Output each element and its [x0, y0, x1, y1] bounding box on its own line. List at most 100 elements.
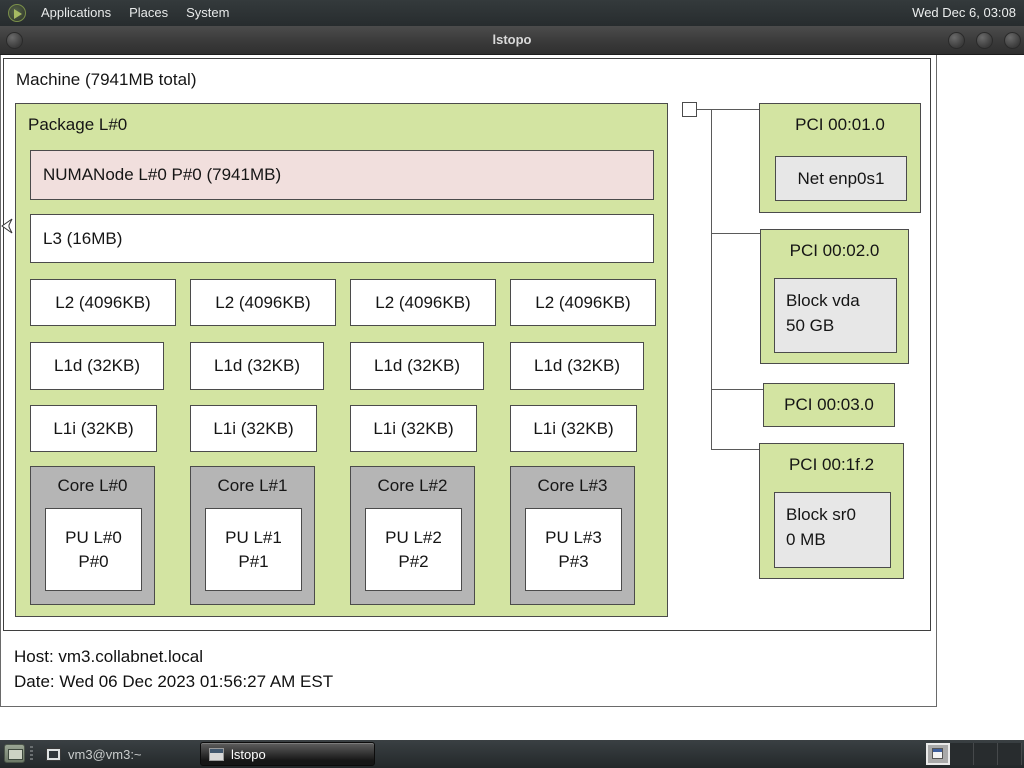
maximize-button[interactable]	[976, 32, 993, 49]
l2-cache-box: L2 (4096KB)	[190, 279, 336, 326]
pci-label: PCI 00:01.0	[795, 115, 885, 134]
l1d-label: L1d (32KB)	[374, 356, 460, 375]
top-panel: Applications Places System Wed Dec 6, 03…	[0, 0, 1024, 26]
l1i-label: L1i (32KB)	[213, 418, 294, 438]
l1i-label: L1i (32KB)	[533, 418, 614, 438]
pci-label: PCI 00:03.0	[784, 395, 874, 414]
block-device-label: Block vda	[786, 291, 860, 310]
core-label: Core L#1	[217, 476, 288, 495]
l2-label: L2 (4096KB)	[215, 292, 311, 312]
taskbar-item-label: lstopo	[231, 746, 266, 762]
menu-system[interactable]: System	[186, 5, 230, 20]
core-label: Core L#2	[377, 476, 448, 495]
package-box: Package L#0 NUMANode L#0 P#0 (7941MB) L3…	[15, 103, 668, 617]
pci-label: PCI 00:1f.2	[788, 455, 875, 474]
l2-cache-box: L2 (4096KB)	[30, 279, 176, 326]
pu-pindex: P#0	[78, 551, 109, 571]
numanode-box: NUMANode L#0 P#0 (7941MB)	[30, 150, 654, 200]
pu-pindex: P#1	[238, 551, 269, 571]
l1d-cache-box: L1d (32KB)	[190, 342, 324, 390]
distro-menu-icon[interactable]	[8, 4, 26, 22]
pu-pindex: P#3	[558, 551, 589, 571]
l3-cache-box: L3 (16MB)	[30, 214, 654, 263]
host-bridge-box	[682, 102, 697, 117]
pu-label: PU L#3	[545, 527, 602, 547]
legend-date: Date: Wed 06 Dec 2023 01:56:27 AM EST	[14, 672, 334, 691]
panel-clock[interactable]: Wed Dec 6, 03:08	[912, 5, 1016, 20]
workspace-cell-3[interactable]	[974, 743, 998, 765]
block-device-label: Block sr0	[786, 505, 856, 524]
minimize-button[interactable]	[948, 32, 965, 49]
pu-box: PU L#1 P#1	[205, 508, 302, 591]
legend-host: Host: vm3.collabnet.local	[14, 647, 203, 666]
menu-places[interactable]: Places	[129, 5, 169, 20]
l2-label: L2 (4096KB)	[535, 292, 631, 312]
l1d-cache-box: L1d (32KB)	[510, 342, 644, 390]
panel-separator	[30, 746, 33, 762]
close-button[interactable]	[1004, 32, 1021, 49]
l1d-label: L1d (32KB)	[54, 356, 140, 375]
taskbar-item-lstopo[interactable]: lstopo	[200, 742, 375, 766]
taskbar-item-terminal[interactable]: vm3@vm3:~	[38, 742, 150, 766]
l1d-cache-box: L1d (32KB)	[30, 342, 164, 390]
workspace-cell-4[interactable]	[998, 743, 1022, 765]
workspace-cell-1[interactable]	[926, 743, 950, 765]
mouse-cursor	[1, 218, 13, 234]
pci-connector-line	[712, 233, 760, 234]
l2-cache-box: L2 (4096KB)	[350, 279, 496, 326]
mini-window-icon	[932, 748, 943, 759]
pu-box: PU L#0 P#0	[45, 508, 142, 591]
l1i-cache-box: L1i (32KB)	[190, 405, 317, 452]
l1d-cache-box: L1d (32KB)	[350, 342, 484, 390]
pci-box: PCI 00:01.0 Net enp0s1	[759, 103, 921, 213]
pci-connector-line	[712, 449, 759, 450]
core-box: Core L#0 PU L#0 P#0	[30, 466, 155, 605]
core-box: Core L#1 PU L#1 P#1	[190, 466, 315, 605]
pu-box: PU L#2 P#2	[365, 508, 462, 591]
l1i-cache-box: L1i (32KB)	[30, 405, 157, 452]
l2-cache-box: L2 (4096KB)	[510, 279, 656, 326]
numanode-label: NUMANode L#0 P#0 (7941MB)	[43, 165, 282, 184]
core-box: Core L#3 PU L#3 P#3	[510, 466, 635, 605]
pci-trunk-line	[711, 110, 712, 450]
package-label: Package L#0	[28, 115, 128, 134]
block-device-size: 0 MB	[786, 530, 826, 549]
pci-box: PCI 00:02.0 Block vda 50 GB	[760, 229, 909, 364]
l3-label: L3 (16MB)	[43, 228, 123, 248]
net-device-box: Net enp0s1	[775, 156, 907, 201]
core-box: Core L#2 PU L#2 P#2	[350, 466, 475, 605]
l1i-cache-box: L1i (32KB)	[350, 405, 477, 452]
l1i-cache-box: L1i (32KB)	[510, 405, 637, 452]
machine-label: Machine (7941MB total)	[16, 70, 197, 89]
show-desktop-icon[interactable]	[4, 744, 25, 763]
pci-connector-line	[712, 389, 763, 390]
window-title: lstopo	[492, 32, 532, 47]
taskbar-item-label: vm3@vm3:~	[68, 746, 142, 762]
pci-box: PCI 00:03.0	[763, 383, 895, 427]
bottom-panel: vm3@vm3:~ lstopo	[0, 740, 1024, 768]
window-titlebar[interactable]: lstopo	[0, 26, 1024, 55]
core-label: Core L#3	[537, 476, 608, 495]
menu-applications[interactable]: Applications	[41, 5, 112, 20]
workspace-cell-2[interactable]	[950, 743, 974, 765]
l1i-label: L1i (32KB)	[53, 418, 134, 438]
window-icon	[209, 747, 224, 761]
pu-label: PU L#0	[65, 527, 122, 547]
l1d-label: L1d (32KB)	[534, 356, 620, 375]
pci-label: PCI 00:02.0	[789, 241, 880, 260]
l1i-label: L1i (32KB)	[373, 418, 454, 438]
block-device-size: 50 GB	[786, 316, 835, 335]
pu-label: PU L#1	[225, 527, 282, 547]
l2-label: L2 (4096KB)	[375, 292, 471, 312]
pu-box: PU L#3 P#3	[525, 508, 622, 591]
window-menu-button[interactable]	[6, 32, 23, 49]
pci-box: PCI 00:1f.2 Block sr0 0 MB	[759, 443, 904, 579]
l1d-label: L1d (32KB)	[214, 356, 300, 375]
lstopo-window: Machine (7941MB total) Package L#0 NUMAN…	[0, 55, 937, 707]
workspace-switcher	[926, 743, 1022, 765]
block-device-box: Block vda 50 GB	[774, 278, 897, 353]
pu-label: PU L#2	[385, 527, 442, 547]
block-device-box: Block sr0 0 MB	[774, 492, 891, 568]
pci-connector-line	[697, 109, 759, 110]
net-device-label: Net enp0s1	[797, 168, 885, 188]
